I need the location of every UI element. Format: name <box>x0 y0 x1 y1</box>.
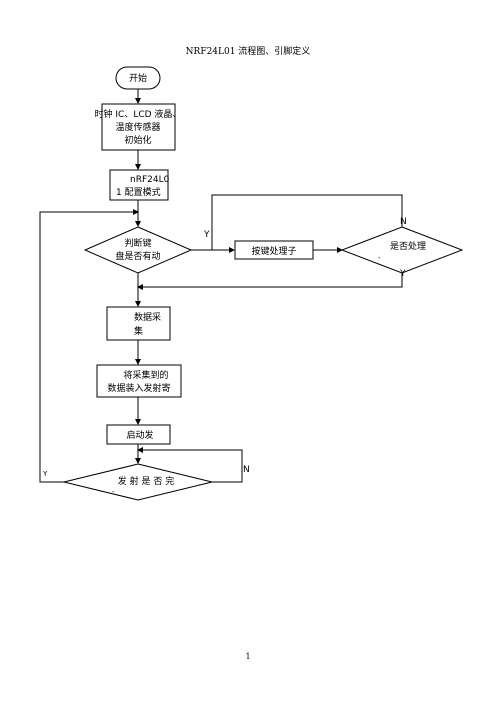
yes-loop-sent <box>39 209 139 483</box>
yes-label-processed: Y <box>399 269 406 279</box>
no-loop-processed <box>211 194 403 250</box>
processed-dash: - <box>378 254 381 262</box>
init-label-line1: 时钟 IC、LCD 液晶、 <box>95 108 182 120</box>
judge-key-label-line2: 盘是否有动 <box>115 250 160 262</box>
no-label-processed: N <box>400 217 407 227</box>
config-label-line2: 1 配置模式 <box>116 186 161 198</box>
load-box <box>96 364 182 398</box>
init-label-line3: 初始化 <box>124 134 151 146</box>
no-loop-sent <box>137 447 243 483</box>
start-label: 开始 <box>129 72 147 84</box>
launch-label: 启动发 <box>126 429 153 441</box>
sent-diamond <box>63 463 213 501</box>
init-label-line2: 温度传感器 <box>115 121 160 133</box>
no-label-sent: N <box>243 465 250 475</box>
page-title: NRF24L01 流程图、引脚定义 <box>185 47 311 57</box>
yes-label-key: Y <box>203 230 210 240</box>
config-box <box>109 169 169 201</box>
processed-label: 是否处理 <box>390 240 426 252</box>
collect-box <box>106 306 171 341</box>
judge-key-diamond <box>83 226 193 274</box>
collect-label-line1: 数据采 <box>134 311 161 323</box>
judge-key-label-line1: 判断键 <box>124 237 151 249</box>
sent-dash: - <box>112 488 115 496</box>
page-number: 1 <box>245 652 251 661</box>
key-handler-label: 按键处理子 <box>251 245 296 257</box>
config-label-line1: nRF24L0 <box>130 175 170 185</box>
sent-label: 发 射 是 否 完 <box>118 475 174 487</box>
yes-label-sent: Y <box>42 470 48 478</box>
load-label-line2: 数据装入发射寄 <box>107 382 170 394</box>
collect-label-line2: 集 <box>134 325 143 337</box>
load-label-line1: 将采集到的 <box>123 369 168 381</box>
init-box <box>101 103 176 151</box>
yes-return-processed <box>137 273 403 290</box>
